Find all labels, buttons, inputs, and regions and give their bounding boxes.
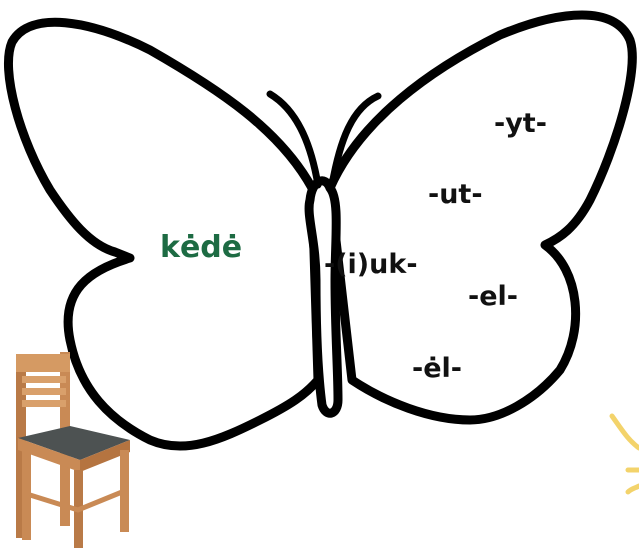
chair-seat (18, 426, 130, 460)
butterfly-antennae (266, 90, 382, 189)
right-antenna (328, 92, 382, 189)
suffix-ut: -ut- (428, 179, 483, 210)
butterfly-right-wing (325, 10, 637, 425)
sun-ray-icon (609, 413, 639, 495)
chair-back-slat-2 (22, 388, 66, 395)
butterfly-outline-icon (4, 10, 637, 451)
butterfly-body (304, 176, 343, 418)
chair-icon (16, 352, 130, 548)
chair-front-leg-left (22, 450, 31, 540)
chair-stretcher (29, 489, 123, 513)
suffix-el: -el- (468, 281, 518, 312)
root-word: kėdė (160, 230, 243, 265)
suffix-iuk: -(i)uk- (324, 249, 418, 280)
chair-front-leg-right (120, 450, 129, 532)
chair-seat-side (80, 440, 130, 472)
chair-back-slat-1 (22, 376, 66, 383)
suffix-el-dot: -ėl- (412, 353, 462, 384)
butterfly-left-upper-wing (4, 17, 323, 451)
chair-back-slat-3 (22, 400, 66, 407)
left-antenna (266, 90, 322, 189)
chair-seat-front (18, 438, 80, 472)
chair-back-top (16, 354, 70, 372)
suffix-yt: -yt- (494, 108, 547, 139)
